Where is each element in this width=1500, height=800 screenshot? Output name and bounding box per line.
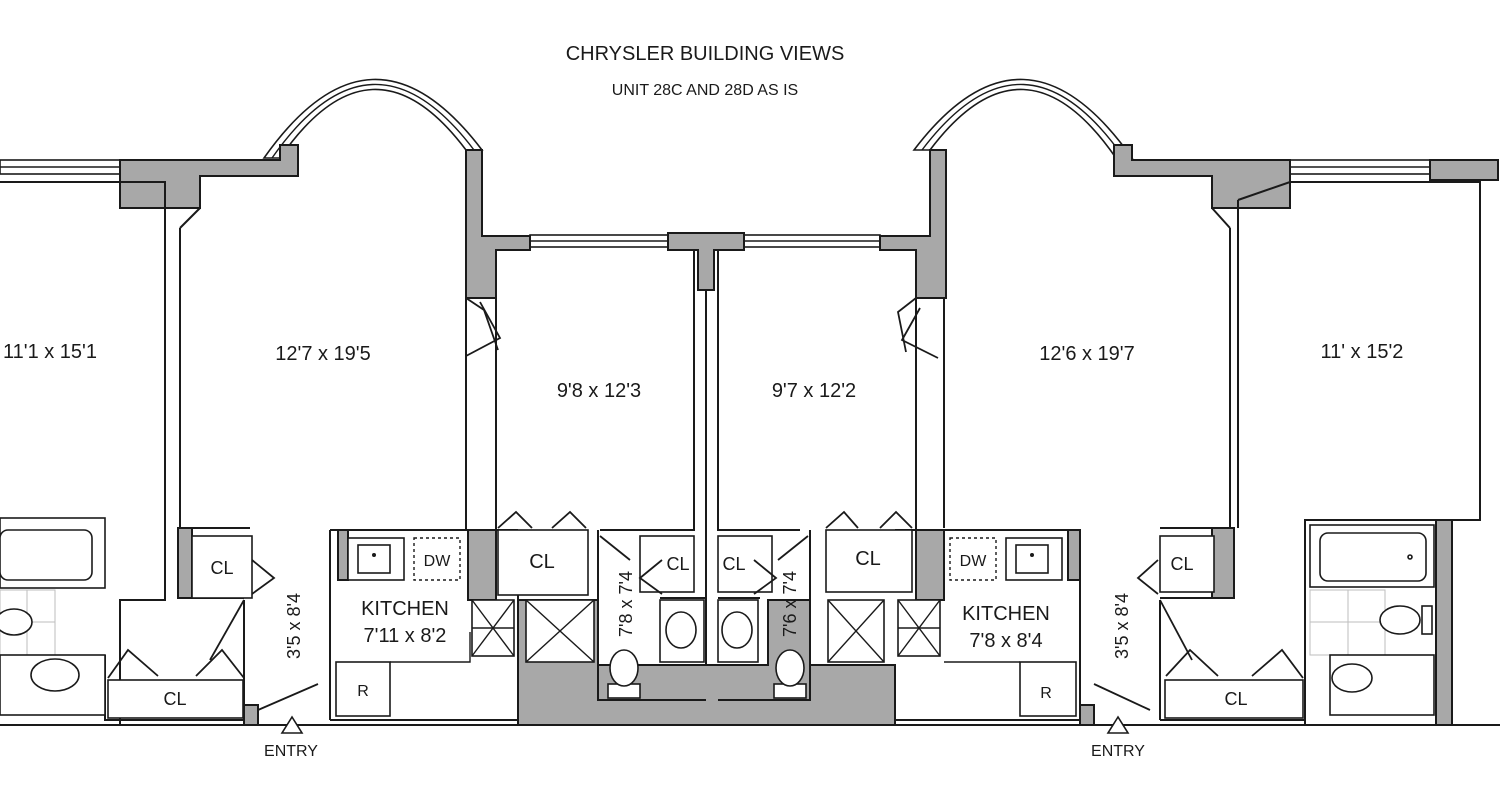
kitchen-dims-left: 7'11 x 8'2 bbox=[364, 625, 447, 647]
refrigerator-label: R bbox=[1040, 685, 1052, 702]
room-label-left-living: 12'7 x 19'5 bbox=[275, 343, 371, 365]
room-label-right-bedroom: 11' x 15'2 bbox=[1321, 341, 1404, 363]
closet-label: CL bbox=[1170, 554, 1193, 574]
plan-subtitle: UNIT 28C AND 28D AS IS bbox=[612, 82, 798, 99]
room-label-right-bedroom2: 9'7 x 12'2 bbox=[772, 380, 856, 402]
closet-label: CL bbox=[529, 551, 555, 573]
closet-label: CL bbox=[722, 554, 745, 574]
closets bbox=[107, 529, 1304, 719]
bath-label-left: 7'8 x 7'4 bbox=[616, 571, 636, 637]
bay-window-right bbox=[912, 78, 1134, 159]
closet-label: CL bbox=[1224, 689, 1247, 709]
entry-label-right: ENTRY bbox=[1091, 743, 1145, 760]
plan-title: CHRYSLER BUILDING VIEWS bbox=[566, 43, 845, 65]
hall-label-left: 3'5 x 8'4 bbox=[284, 593, 304, 659]
dishwasher-label: DW bbox=[424, 553, 452, 570]
door-swings bbox=[107, 297, 1304, 711]
kitchen-label-left: KITCHEN bbox=[361, 598, 449, 620]
bath-label-right: 7'6 x 7'4 bbox=[780, 571, 800, 637]
kitchen-dims-right: 7'8 x 8'4 bbox=[969, 630, 1042, 652]
right-outer-bath bbox=[1309, 524, 1435, 716]
right-center-bath bbox=[717, 599, 885, 699]
left-center-bath bbox=[525, 599, 705, 699]
dishwasher-label: DW bbox=[960, 553, 988, 570]
hall-label-right: 3'5 x 8'4 bbox=[1112, 593, 1132, 659]
left-outer-bath bbox=[0, 517, 106, 716]
entry-label-left: ENTRY bbox=[264, 743, 318, 760]
closet-label: CL bbox=[210, 558, 233, 578]
left-kitchen-fixtures bbox=[335, 537, 515, 717]
right-kitchen-fixtures bbox=[897, 537, 1077, 717]
closet-label: CL bbox=[666, 554, 689, 574]
refrigerator-label: R bbox=[357, 683, 369, 700]
room-label-left-bedroom2: 9'8 x 12'3 bbox=[557, 380, 641, 402]
closet-label: CL bbox=[163, 689, 186, 709]
entry-markers bbox=[280, 715, 1130, 734]
closet-label: CL bbox=[855, 548, 881, 570]
room-label-right-living: 12'6 x 19'7 bbox=[1039, 343, 1135, 365]
kitchen-label-right: KITCHEN bbox=[962, 603, 1050, 625]
room-label-left-bedroom: 11'1 x 15'1 bbox=[3, 341, 97, 363]
